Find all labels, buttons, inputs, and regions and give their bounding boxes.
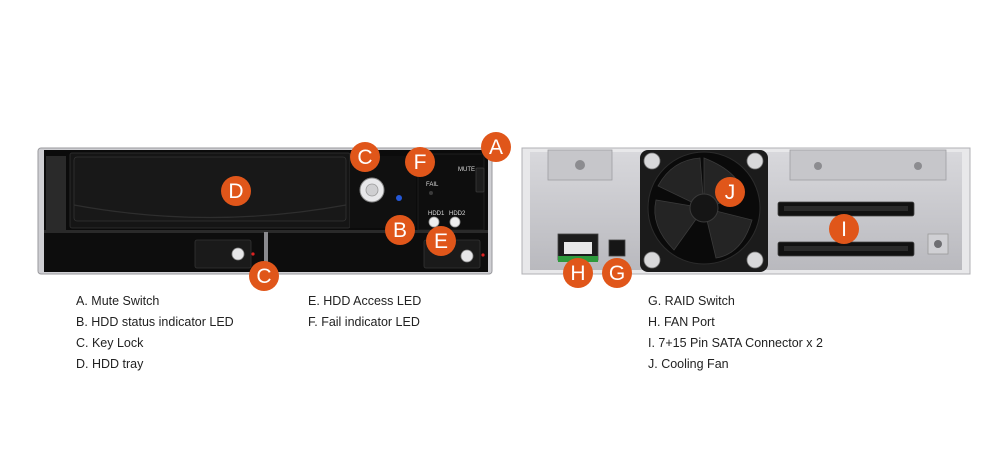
callout-i: I	[829, 214, 859, 244]
svg-text:H: H	[570, 262, 585, 285]
svg-text:G: G	[609, 262, 625, 285]
svg-text:J: J	[725, 181, 736, 204]
svg-text:A: A	[489, 136, 503, 159]
fan-screw	[746, 152, 764, 170]
callout-j: J	[715, 177, 745, 207]
fan-screw	[643, 251, 661, 269]
legend-item: I. 7+15 Pin SATA Connector x 2	[648, 336, 823, 350]
callout-g: G	[602, 258, 632, 288]
lower-lock-left	[231, 247, 245, 261]
legend-item: B. HDD status indicator LED	[76, 315, 234, 329]
svg-text:E: E	[434, 230, 448, 253]
legend-item: F. Fail indicator LED	[308, 315, 420, 329]
hdd2-label: HDD2	[449, 211, 466, 217]
legend-item: A. Mute Switch	[76, 294, 160, 308]
rear-view	[521, 147, 971, 275]
svg-text:B: B	[393, 219, 407, 242]
callout-a: A	[481, 132, 511, 162]
legend-item: E. HDD Access LED	[308, 294, 422, 308]
callout-d: D	[221, 176, 251, 206]
legend-front-col2: E. HDD Access LED F. Fail indicator LED	[308, 291, 421, 333]
callout-e: E	[426, 226, 456, 256]
fail-led	[429, 191, 433, 195]
lower-grip-left	[194, 239, 252, 269]
legend-item: J. Cooling Fan	[648, 357, 729, 371]
legend-item: C. Key Lock	[76, 336, 144, 350]
tray-handle	[73, 156, 347, 222]
tray-curve	[73, 204, 347, 219]
fan-screw	[746, 251, 764, 269]
callout-f: F	[405, 147, 435, 177]
callouts: A B C C D E F G	[221, 132, 859, 291]
callout-h: H	[563, 258, 593, 288]
fan-screw	[643, 152, 661, 170]
hdd1-led	[428, 216, 440, 228]
raid-switch[interactable]	[608, 239, 626, 257]
legend-front-col1: A. Mute Switch B. HDD status indicator L…	[76, 291, 234, 375]
mute-label: MUTE	[458, 167, 475, 173]
legend-item: H. FAN Port	[648, 315, 715, 329]
hdd-status-led	[396, 195, 402, 201]
mount-tab-right	[789, 149, 947, 181]
fail-label: FAIL	[426, 182, 439, 188]
callout-b: B	[385, 215, 415, 245]
svg-text:D: D	[228, 180, 243, 203]
callout-c-top: C	[350, 142, 380, 172]
svg-text:C: C	[357, 146, 372, 169]
lower-lock-right	[460, 249, 474, 263]
hdd2-led	[449, 216, 461, 228]
hdd1-label: HDD1	[428, 211, 445, 217]
legend-rear-col1: G. RAID Switch H. FAN Port I. 7+15 Pin S…	[648, 291, 823, 375]
svg-text:I: I	[841, 218, 847, 241]
legend-item: D. HDD tray	[76, 357, 144, 371]
legend-item: G. RAID Switch	[648, 294, 735, 308]
svg-text:C: C	[256, 265, 271, 288]
svg-text:F: F	[414, 151, 427, 174]
left-rail	[46, 156, 66, 236]
callout-c-bottom: C	[249, 261, 279, 291]
mute-switch[interactable]	[475, 167, 485, 193]
